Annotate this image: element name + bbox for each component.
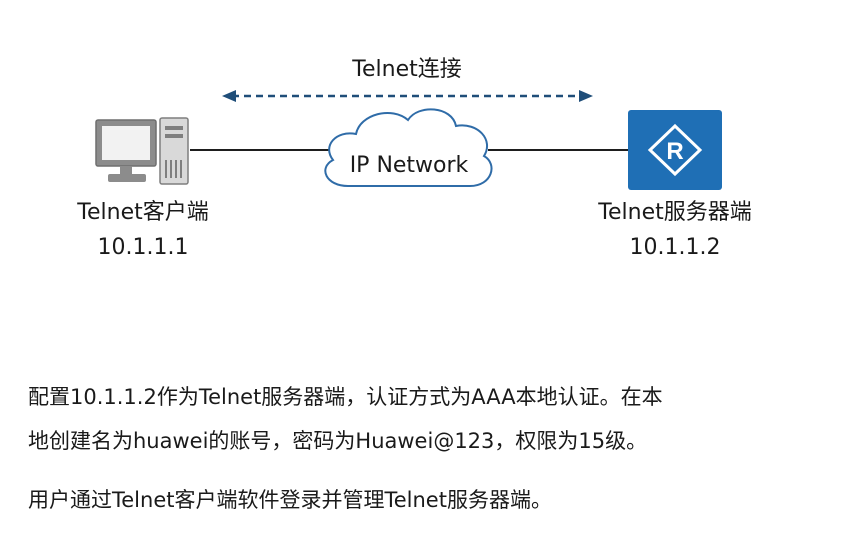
computer-icon <box>95 117 189 185</box>
server-ip: 10.1.1.2 <box>629 235 721 260</box>
client-name: Telnet客户端 <box>77 200 209 225</box>
router-icon: R <box>628 110 722 190</box>
network-topology-diagram: R <box>95 90 722 190</box>
description-line-1: 配置10.1.1.2作为Telnet服务器端，认证方式为AAA本地认证。在本 <box>28 385 663 409</box>
client-ip: 10.1.1.1 <box>97 235 189 260</box>
server-name: Telnet服务器端 <box>598 200 752 225</box>
connection-label: Telnet连接 <box>352 57 462 82</box>
svg-text:R: R <box>666 138 683 165</box>
network-label: IP Network <box>349 153 469 178</box>
telnet-connection-arrow <box>222 90 593 102</box>
cloud-icon <box>324 108 493 187</box>
description-line-3: 用户通过Telnet客户端软件登录并管理Telnet服务器端。 <box>28 488 552 512</box>
description-line-2: 地创建名为huawei的账号，密码为Huawei@123，权限为15级。 <box>28 429 648 453</box>
